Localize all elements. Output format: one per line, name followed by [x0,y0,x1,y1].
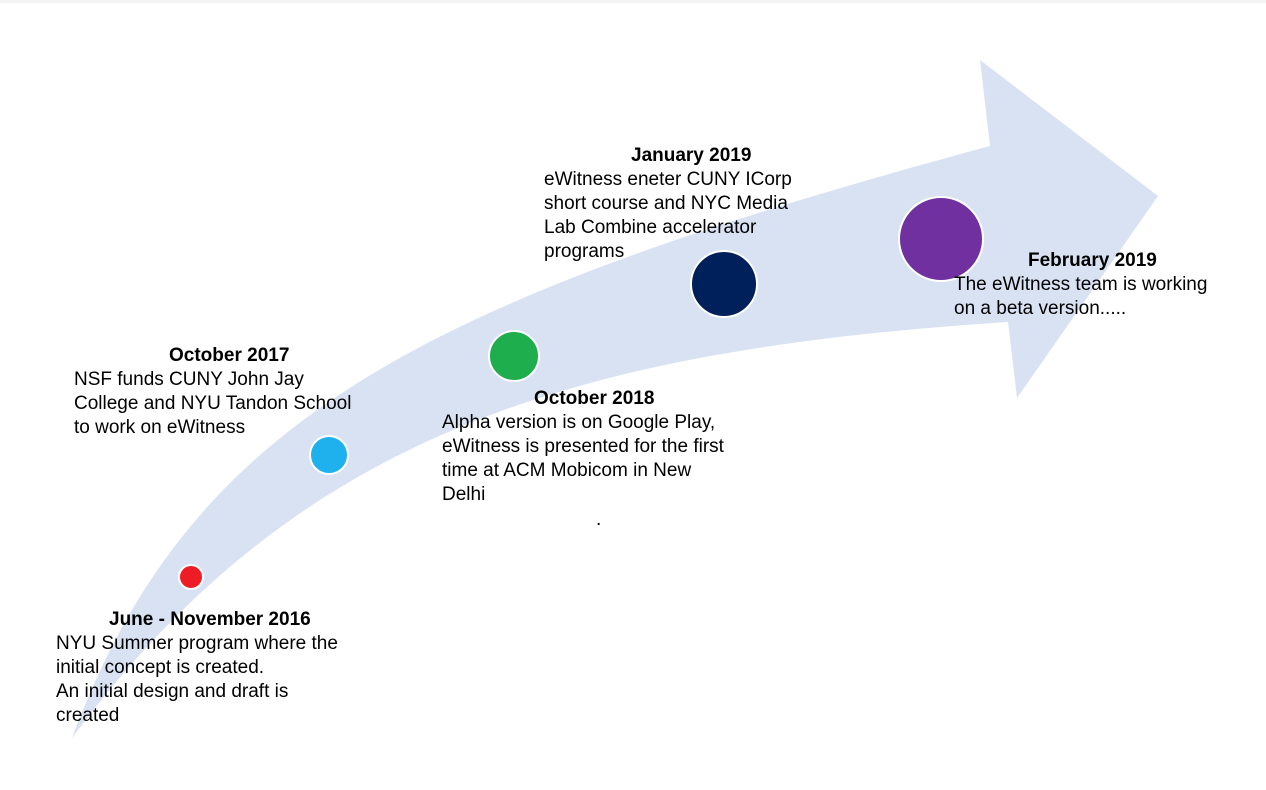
milestone-date: October 2017 [169,345,290,366]
milestone-marker-2017 [309,435,349,475]
milestone-date: January 2019 [631,145,752,166]
milestone-text: eWitness eneter CUNY ICorp short course … [544,169,792,262]
milestone-marker-jan-2019 [690,250,758,318]
milestone-text: The eWitness team is working on a beta v… [954,274,1208,319]
milestone-marker-2016 [178,564,204,590]
top-rule [0,0,1266,3]
milestone-date: June - November 2016 [109,609,311,630]
milestone-marker-feb-2019 [898,196,984,282]
milestone-2016: June - November 2016 NYU Summer program … [56,608,396,728]
timeline-arrow [72,60,1158,738]
stray-dot: . [596,509,602,530]
milestone-feb-2019: February 2019 The eWitness team is worki… [954,249,1254,321]
milestone-2017: October 2017 NSF funds CUNY John Jay Col… [74,344,414,440]
milestone-text: Alpha version is on Google Play, eWitnes… [442,412,724,505]
milestone-2018: October 2018 Alpha version is on Google … [442,387,782,507]
milestone-jan-2019: January 2019 eWitness eneter CUNY ICorp … [544,144,844,264]
milestone-text: NYU Summer program where the initial con… [56,633,338,726]
milestone-date: October 2018 [534,388,655,409]
milestone-text: NSF funds CUNY John Jay College and NYU … [74,369,352,438]
milestone-date: February 2019 [1028,250,1157,271]
milestone-marker-2018 [488,330,540,382]
